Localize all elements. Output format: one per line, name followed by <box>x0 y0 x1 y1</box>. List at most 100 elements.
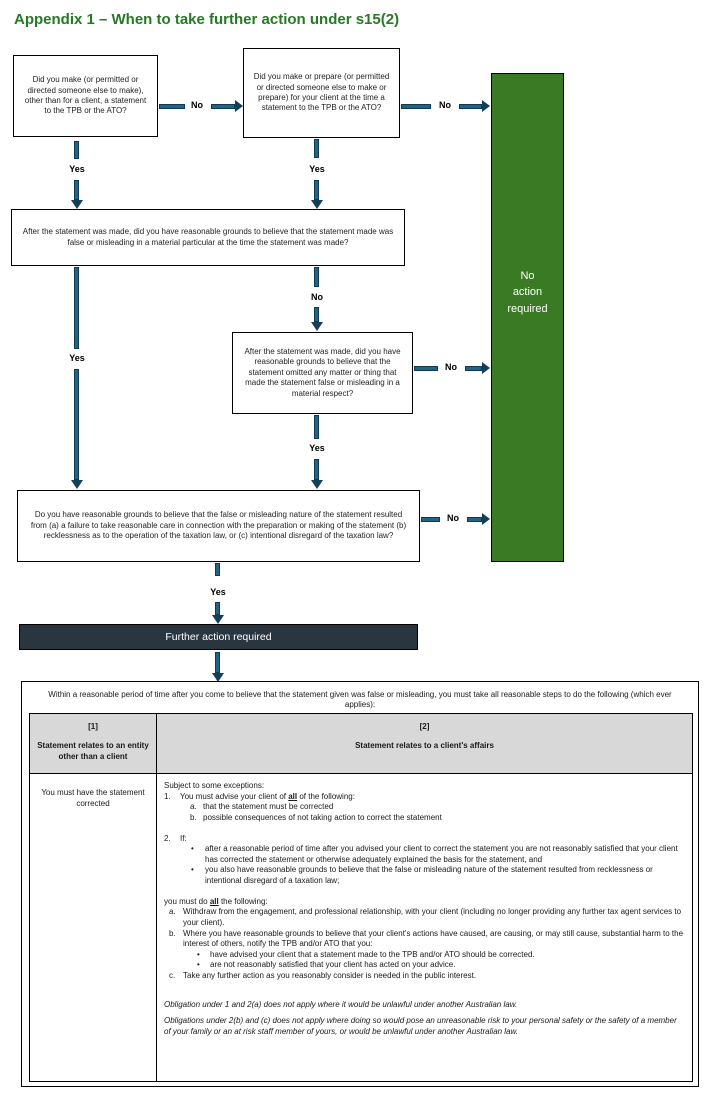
bullet-icon: • <box>191 865 194 875</box>
col2-header-cell: [2] Statement relates to a client's affa… <box>157 714 692 773</box>
connector-line <box>467 517 482 522</box>
further-action-required-label: Further action required <box>165 631 272 643</box>
col1-header-text: Statement relates to an entity other tha… <box>37 741 149 761</box>
list-marker: b. <box>190 812 197 822</box>
bullet-text: after a reasonable period of time after … <box>205 844 678 864</box>
arrow-down-icon <box>212 673 224 682</box>
list-item-text: possible consequences of not taking acti… <box>203 812 442 822</box>
obligation-note-2: Obligations under 2(b) and (c) does not … <box>164 1016 677 1036</box>
arrow-down-icon <box>212 615 224 624</box>
text-segment: the following: <box>218 896 268 906</box>
question-text: Did you make or prepare (or permitted or… <box>253 72 390 113</box>
col1-body-text: You must have the statement corrected <box>41 788 145 808</box>
arrow-down-icon <box>311 200 323 209</box>
list-item-text: that the statement must be corrected <box>203 802 334 812</box>
bullet-item: • after a reasonable period of time afte… <box>191 844 684 865</box>
col1-number: [1] <box>88 722 98 731</box>
list-item-c: c. Take any further action as you reason… <box>169 971 684 982</box>
arrow-down-icon <box>311 480 323 489</box>
question-box-resulted-from: Do you have reasonable grounds to believ… <box>17 490 420 562</box>
exceptions-intro: Subject to some exceptions: <box>164 781 265 790</box>
obligation-note-1: Obligation under 1 and 2(a) does not app… <box>164 999 518 1009</box>
yes-label: Yes <box>69 353 85 363</box>
arrow-right-icon <box>482 362 490 374</box>
connector-line <box>74 267 79 349</box>
list-item-1: 1. You must advise your client of all of… <box>164 792 684 803</box>
text-segment-emphasized: all <box>209 896 219 906</box>
bullet-item: • have advised your client that a statem… <box>197 950 684 961</box>
list-item-b: b. Where you have reasonable grounds to … <box>169 929 684 950</box>
list-marker: 1. <box>164 791 171 801</box>
list-item-2: 2. If: <box>164 834 684 845</box>
no-label: No <box>447 513 459 523</box>
list-marker: a. <box>169 907 176 917</box>
connector-line <box>465 366 482 371</box>
connector-line <box>74 180 79 200</box>
list-marker: 2. <box>164 833 171 843</box>
bullet-text: are not reasonably satisfied that your c… <box>210 960 456 970</box>
no-action-required-label: No action required <box>507 269 548 315</box>
col2-number: [2] <box>419 722 430 731</box>
connector-line <box>314 415 319 439</box>
connector-line <box>459 104 482 109</box>
connector-line <box>211 104 235 109</box>
no-label: No <box>445 362 457 372</box>
question-text: Did you make (or permitted or directed s… <box>24 75 147 116</box>
no-label: No <box>191 100 203 110</box>
question-box-statement-omitted: After the statement was made, did you ha… <box>232 332 413 414</box>
connector-line <box>74 369 79 480</box>
bullet-icon: • <box>191 844 194 854</box>
list-item-a: a. Withdraw from the engagement, and pro… <box>169 907 684 928</box>
question-box-false-or-misleading: After the statement was made, did you ha… <box>11 209 405 266</box>
list-item-text: You must advise your client of all of th… <box>180 792 355 803</box>
arrow-down-icon <box>71 480 83 489</box>
list-item-1b: b. possible consequences of not taking a… <box>190 813 684 824</box>
connector-line <box>159 104 185 109</box>
question-box-made-statement-other-than-client: Did you make (or permitted or directed s… <box>13 55 158 137</box>
question-box-made-statement-for-client: Did you make or prepare (or permitted or… <box>243 48 400 138</box>
connector-line <box>414 366 438 371</box>
bullet-text: have advised your client that a statemen… <box>210 949 535 959</box>
col2-header-text: Statement relates to a client's affairs <box>355 741 494 751</box>
arrow-down-icon <box>311 322 323 331</box>
col1-body-cell: You must have the statement corrected <box>30 774 157 1081</box>
arrow-down-icon <box>71 200 83 209</box>
text-segment: of the following: <box>297 791 355 801</box>
bullet-text: you also have reasonable grounds to beli… <box>205 865 653 885</box>
yes-label: Yes <box>210 587 226 597</box>
text-segment: you must do <box>164 896 210 906</box>
connector-line <box>314 307 319 322</box>
question-text: Do you have reasonable grounds to believ… <box>30 510 407 541</box>
must-do-line: you must do all the following: <box>164 897 684 908</box>
bullet-item: • you also have reasonable grounds to be… <box>191 865 684 886</box>
connector-line <box>314 267 319 287</box>
text-segment-emphasized: all <box>288 791 298 801</box>
table-body-row: You must have the statement corrected Su… <box>30 774 692 1081</box>
table-header-row: [1] Statement relates to an entity other… <box>30 714 692 774</box>
yes-label: Yes <box>309 443 325 453</box>
list-item-text: Where you have reasonable grounds to bel… <box>183 928 684 949</box>
yes-label: Yes <box>309 164 325 174</box>
bullet-icon: • <box>197 960 200 970</box>
list-item-text: Take any further action as you reasonabl… <box>183 971 477 980</box>
connector-line <box>314 139 319 158</box>
connector-line <box>314 180 319 200</box>
col1-header-cell: [1] Statement relates to an entity other… <box>30 714 157 773</box>
decision-table-inner: [1] Statement relates to an entity other… <box>29 713 693 1082</box>
list-item-1a: a. that the statement must be corrected <box>190 802 684 813</box>
bullet-item: • are not reasonably satisfied that your… <box>197 960 684 971</box>
list-item-text: Withdraw from the engagement, and profes… <box>183 907 682 927</box>
connector-line <box>421 517 440 522</box>
list-item-text: If: <box>180 833 187 843</box>
connector-line <box>401 104 431 109</box>
arrow-right-icon <box>482 100 490 112</box>
no-label: No <box>439 100 451 110</box>
no-label: No <box>311 292 323 302</box>
further-action-required-banner: Further action required <box>19 624 418 650</box>
page-title: Appendix 1 – When to take further action… <box>14 11 400 28</box>
table-intro-text: Within a reasonable period of time after… <box>48 690 672 710</box>
bullet-icon: • <box>197 949 200 959</box>
list-marker: b. <box>169 928 176 938</box>
connector-line <box>215 602 220 615</box>
